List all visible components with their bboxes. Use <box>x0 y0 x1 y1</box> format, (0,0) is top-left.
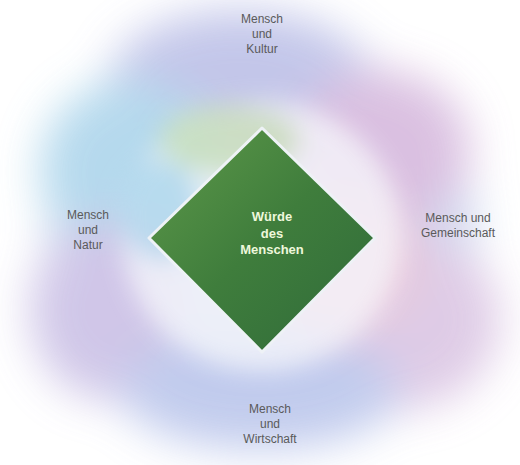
theme-label: Mensch und Kultur <box>241 12 283 57</box>
center-text: Würde des Menschen <box>240 209 304 260</box>
theme-label: Mensch und Natur <box>67 208 109 253</box>
theme-label: Mensch und Wirtschaft <box>243 402 296 447</box>
center-diamond: Würde des Menschen <box>148 127 376 353</box>
theme-label: Mensch und Gemeinschaft <box>421 211 495 241</box>
